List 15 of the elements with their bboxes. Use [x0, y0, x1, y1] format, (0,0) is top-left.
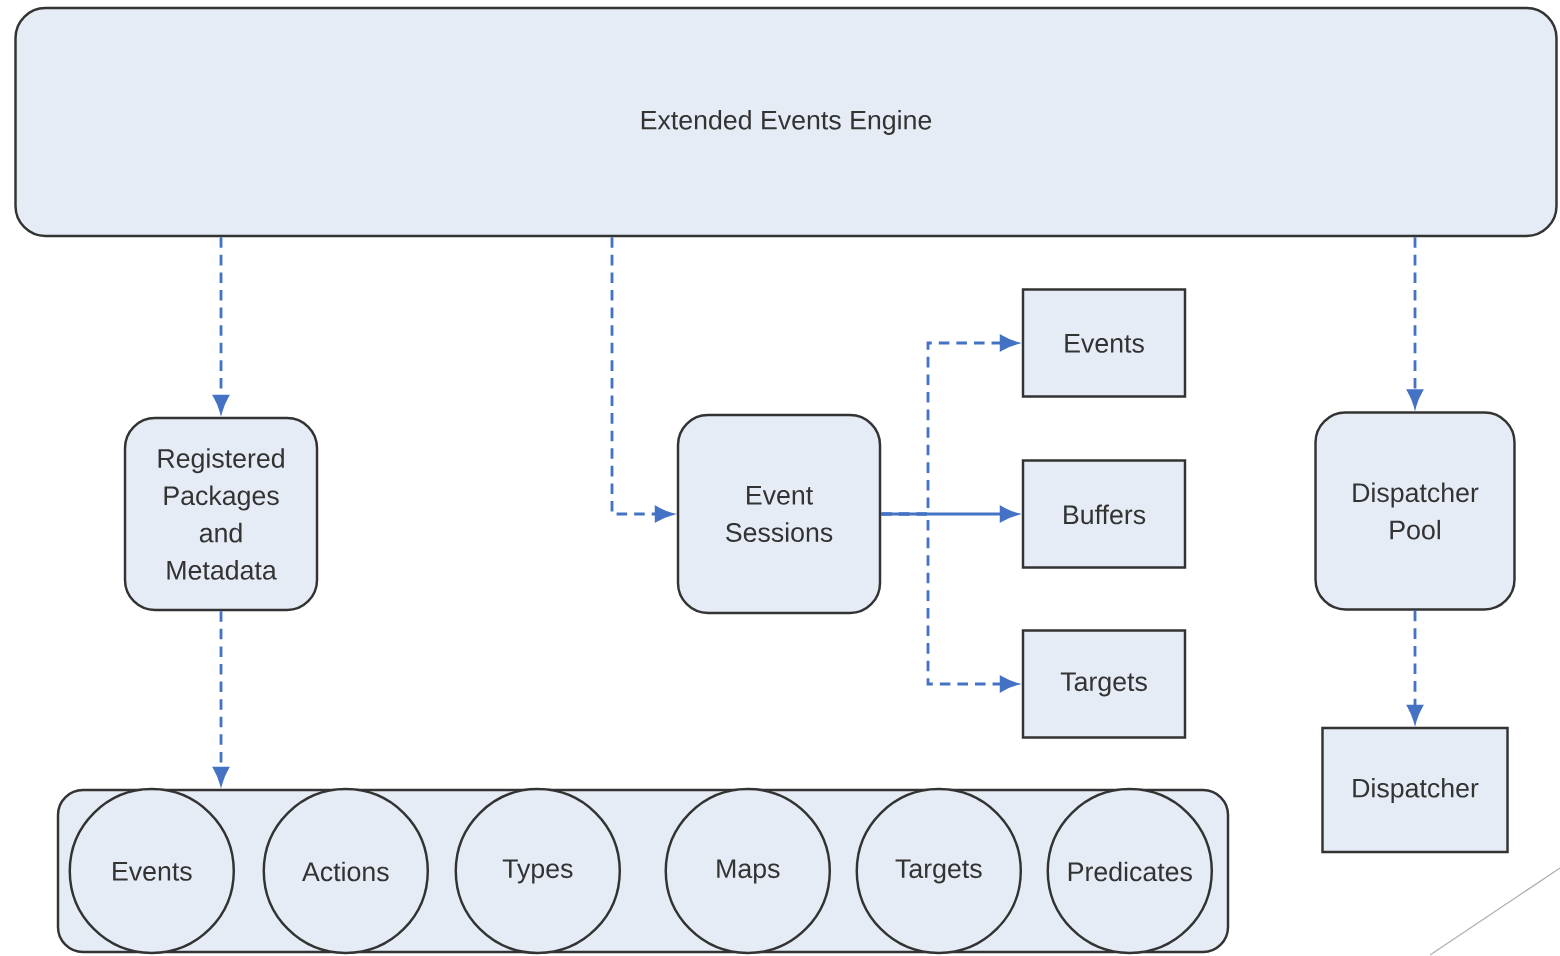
- arrow: [1407, 237, 1423, 408]
- rounded-box: Event Sessions: [676, 413, 882, 615]
- node-label: Types: [502, 859, 573, 884]
- node-label: Actions: [302, 861, 389, 882]
- process-box: Events: [1021, 288, 1187, 398]
- process-box: Dispatcher: [1321, 726, 1509, 854]
- node-label: Maps: [717, 859, 780, 884]
- process-box: Targets: [1021, 629, 1187, 739]
- node-label: Predicates: [1068, 861, 1192, 882]
- rounded-box: Registered Packages and Metadata: [123, 416, 319, 612]
- engine-box: Extended Events Engine: [14, 6, 1558, 238]
- node-label: Targets: [895, 859, 982, 884]
- process-box: Buffers: [1021, 459, 1187, 569]
- rounded-box: Dispatcher Pool: [1314, 411, 1516, 611]
- node-label: Events: [113, 862, 192, 881]
